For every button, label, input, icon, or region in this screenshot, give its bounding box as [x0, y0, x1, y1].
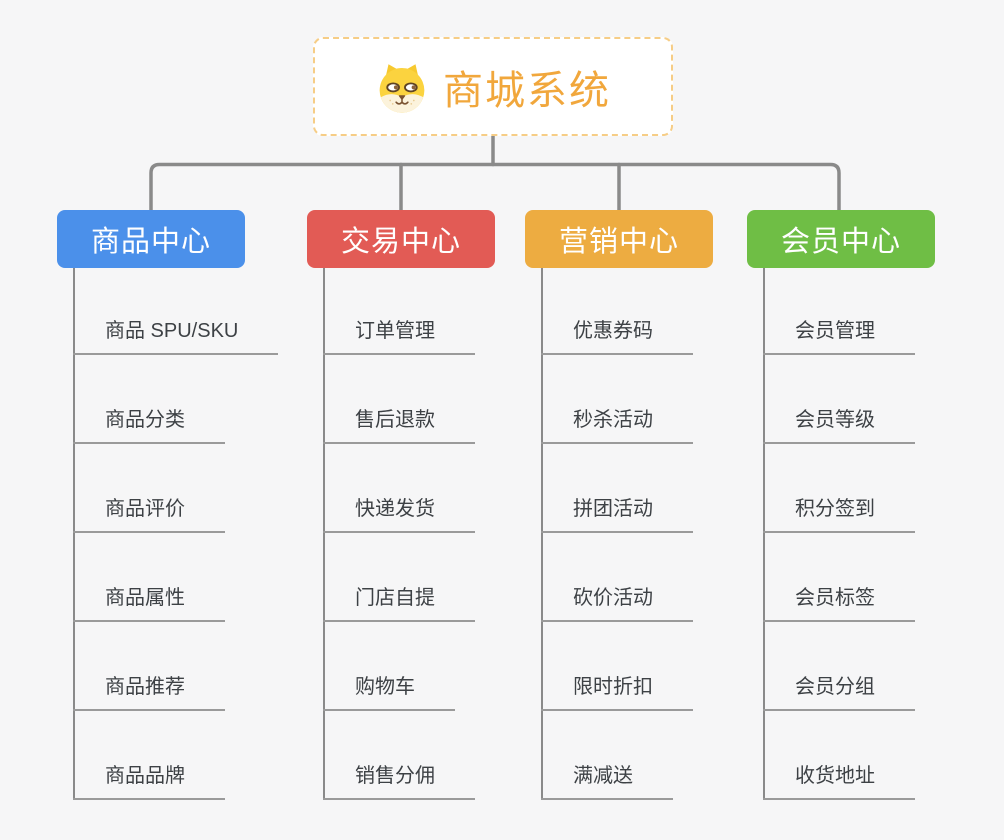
- leaf-node[interactable]: 优惠券码: [541, 313, 693, 355]
- branch-node[interactable]: 交易中心: [307, 210, 495, 268]
- leaf-label: 满减送: [573, 765, 633, 787]
- root-label: 商城系统: [443, 68, 611, 113]
- leaf-label: 优惠券码: [573, 320, 653, 342]
- leaf-node[interactable]: 砍价活动: [541, 580, 693, 622]
- branch-label: 交易中心: [340, 226, 461, 258]
- leaf-node[interactable]: 商品属性: [73, 580, 225, 622]
- branch-trunk-line: [541, 268, 543, 800]
- leaf-label: 会员管理: [795, 320, 875, 342]
- leaf-label: 快递发货: [355, 498, 435, 520]
- branch-node[interactable]: 商品中心: [57, 210, 245, 268]
- root-node[interactable]: 商城系统: [313, 37, 673, 136]
- dog-face-icon: [375, 60, 429, 114]
- leaf-node[interactable]: 积分签到: [763, 491, 915, 533]
- leaf-label: 砍价活动: [573, 587, 653, 609]
- leaf-label: 商品品牌: [105, 765, 185, 787]
- leaf-node[interactable]: 满减送: [541, 758, 673, 800]
- leaf-label: 商品属性: [105, 587, 185, 609]
- leaf-node[interactable]: 门店自提: [323, 580, 475, 622]
- leaf-label: 订单管理: [355, 320, 435, 342]
- branch-trunk-line: [763, 268, 765, 800]
- leaf-node[interactable]: 售后退款: [323, 402, 475, 444]
- leaf-label: 拼团活动: [573, 498, 653, 520]
- leaf-label: 会员标签: [795, 587, 875, 609]
- leaf-node[interactable]: 会员管理: [763, 313, 915, 355]
- leaf-node[interactable]: 商品分类: [73, 402, 225, 444]
- leaf-node[interactable]: 商品 SPU/SKU: [73, 313, 279, 355]
- leaf-node[interactable]: 会员分组: [763, 669, 915, 711]
- leaf-label: 限时折扣: [573, 676, 653, 698]
- leaf-node[interactable]: 会员等级: [763, 402, 915, 444]
- leaf-node[interactable]: 快递发货: [323, 491, 475, 533]
- leaf-node[interactable]: 会员标签: [763, 580, 915, 622]
- branch-label: 商品中心: [90, 226, 211, 258]
- leaf-label: 会员等级: [795, 409, 875, 431]
- leaf-node[interactable]: 商品评价: [73, 491, 225, 533]
- leaf-label: 商品 SPU/SKU: [105, 320, 239, 342]
- leaf-node[interactable]: 拼团活动: [541, 491, 693, 533]
- branch-node[interactable]: 营销中心: [525, 210, 713, 268]
- branch-node[interactable]: 会员中心: [747, 210, 935, 268]
- leaf-label: 收货地址: [795, 765, 875, 787]
- leaf-label: 售后退款: [355, 409, 435, 431]
- leaf-label: 积分签到: [795, 498, 875, 520]
- leaf-node[interactable]: 商品推荐: [73, 669, 225, 711]
- leaf-node[interactable]: 收货地址: [763, 758, 915, 800]
- leaf-label: 会员分组: [795, 676, 875, 698]
- leaf-label: 门店自提: [355, 587, 435, 609]
- leaf-node[interactable]: 购物车: [323, 669, 455, 711]
- leaf-label: 购物车: [355, 676, 415, 698]
- leaf-label: 秒杀活动: [573, 409, 653, 431]
- branch-label: 营销中心: [558, 226, 679, 258]
- leaf-label: 商品分类: [105, 409, 185, 431]
- leaf-label: 商品评价: [105, 498, 185, 520]
- leaf-label: 商品推荐: [105, 676, 185, 698]
- branch-trunk-line: [323, 268, 325, 800]
- branch-trunk-line: [73, 268, 75, 800]
- leaf-node[interactable]: 订单管理: [323, 313, 475, 355]
- leaf-label: 销售分佣: [355, 765, 435, 787]
- leaf-node[interactable]: 商品品牌: [73, 758, 225, 800]
- leaf-node[interactable]: 秒杀活动: [541, 402, 693, 444]
- leaf-node[interactable]: 限时折扣: [541, 669, 693, 711]
- leaf-node[interactable]: 销售分佣: [323, 758, 475, 800]
- branch-label: 会员中心: [780, 226, 901, 258]
